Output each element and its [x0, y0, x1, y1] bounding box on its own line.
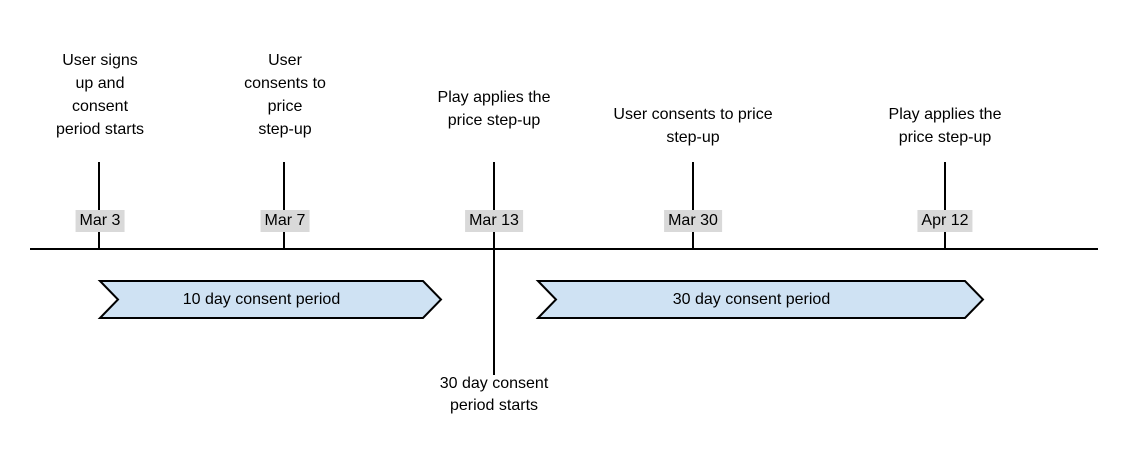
milestone-tick-mar-13 — [493, 162, 495, 375]
period-arrow-10-day: 10 day consent period — [97, 280, 443, 319]
milestone-tick-mar-30 — [692, 162, 694, 250]
milestone-date-mar-30: Mar 30 — [664, 210, 722, 232]
milestone-tick-apr-12 — [944, 162, 946, 250]
milestone-caption-mar-13: Play applies the price step-up — [437, 89, 551, 129]
milestone-note-mar-13: 30 day consent period starts — [439, 375, 549, 414]
milestone-caption-mar-30: User consents to price step-up — [613, 106, 773, 146]
timeline-axis — [30, 248, 1098, 250]
milestone-date-mar-13: Mar 13 — [465, 210, 523, 232]
milestone-date-apr-12: Apr 12 — [917, 210, 973, 232]
chevron-banner-shape — [97, 280, 443, 319]
chevron-banner-shape — [535, 280, 985, 319]
milestone-date-mar-3: Mar 3 — [75, 210, 125, 232]
milestone-date-mar-7: Mar 7 — [260, 210, 310, 232]
period-label-10-day: 10 day consent period — [182, 290, 341, 308]
milestone-caption-apr-12: Play applies the price step-up — [888, 106, 1002, 146]
milestone-caption-mar-3: User signs up and consent period starts — [55, 52, 145, 138]
milestone-tick-mar-3 — [98, 162, 100, 250]
milestone-tick-mar-7 — [283, 162, 285, 250]
period-label-30-day: 30 day consent period — [672, 290, 831, 308]
period-arrow-30-day: 30 day consent period — [535, 280, 985, 319]
milestone-caption-mar-7: User consents to price step-up — [244, 52, 326, 138]
